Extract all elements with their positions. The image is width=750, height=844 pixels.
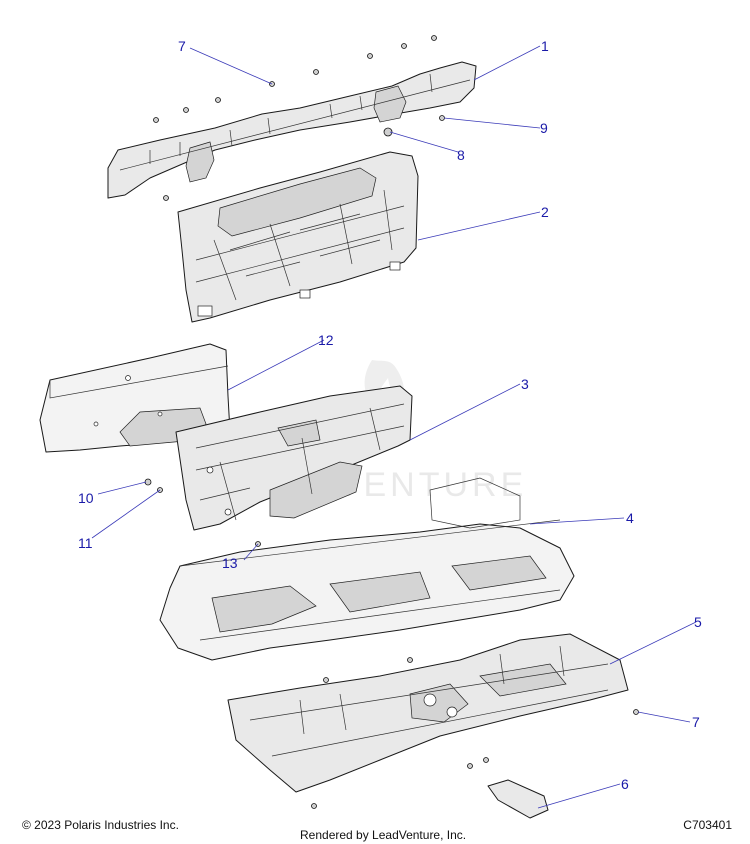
- callout-4[interactable]: 4: [626, 510, 634, 526]
- callout-11[interactable]: 11: [78, 535, 93, 551]
- part-6-pad[interactable]: [487, 779, 549, 819]
- callout-2[interactable]: 2: [541, 204, 549, 220]
- part-5-lower-frame[interactable]: [227, 633, 629, 793]
- callout-labels: 1 2 3 4 5 6 7 7 8 9 10 11 12 13: [78, 38, 702, 792]
- callout-5[interactable]: 5: [694, 614, 702, 630]
- callout-9[interactable]: 9: [540, 120, 548, 136]
- part-2-upper-panel[interactable]: [177, 151, 419, 323]
- leader-lines: [91, 45, 697, 809]
- callout-6[interactable]: 6: [621, 776, 629, 792]
- part-3-mid-panel[interactable]: [175, 385, 413, 531]
- part-4-floor-pan[interactable]: [159, 477, 575, 661]
- rendered-by-text: Rendered by LeadVenture, Inc.: [300, 828, 467, 842]
- callout-8[interactable]: 8: [457, 147, 465, 163]
- callout-1[interactable]: 1: [541, 38, 549, 54]
- callout-7-bottom[interactable]: 7: [692, 714, 700, 730]
- copyright-text: © 2023 Polaris Industries Inc.: [22, 818, 179, 832]
- callout-7-top[interactable]: 7: [178, 38, 186, 54]
- callout-10[interactable]: 10: [78, 490, 94, 506]
- callout-3[interactable]: 3: [521, 376, 529, 392]
- part-1-upper-bracket[interactable]: [107, 61, 477, 199]
- callout-12[interactable]: 12: [318, 332, 334, 348]
- callout-13[interactable]: 13: [222, 555, 238, 571]
- diagram-id: C703401: [683, 818, 732, 832]
